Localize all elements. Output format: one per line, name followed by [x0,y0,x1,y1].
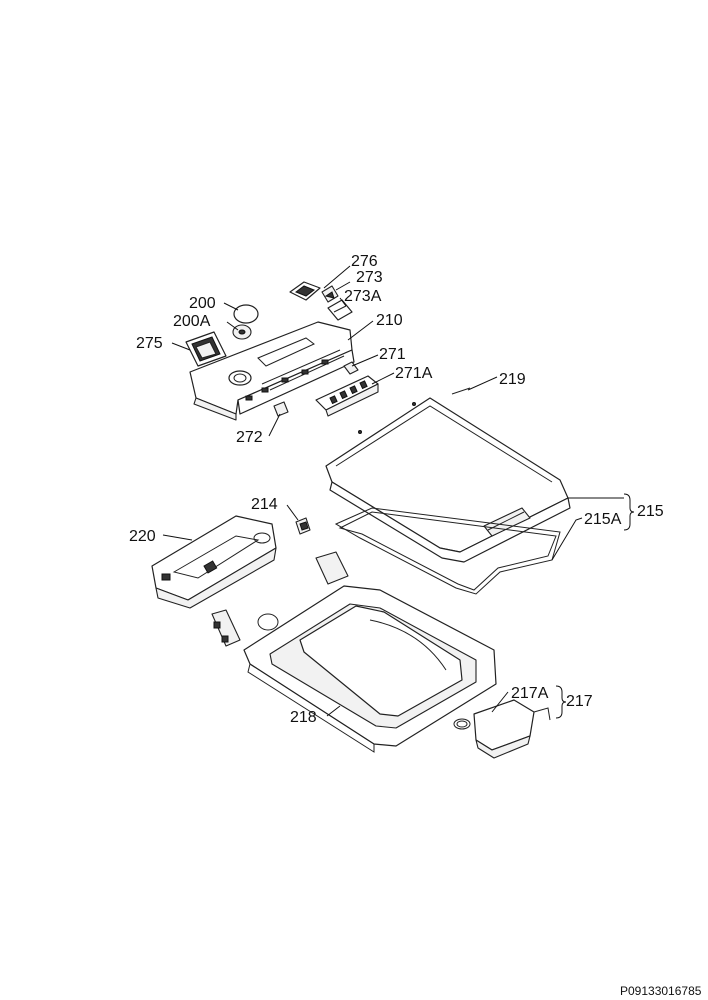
label-271: 271 [379,346,406,363]
label-219: 219 [499,371,526,388]
leader-lines [162,265,624,717]
part-214 [295,517,311,535]
part-272 [273,401,289,417]
label-271A: 271A [395,365,433,382]
display-frame-275 [185,331,227,367]
label-217A: 217A [511,685,549,702]
label-273A: 273A [344,288,382,305]
part-276 [289,281,321,301]
label-210: 210 [376,312,403,329]
label-200: 200 [189,295,216,312]
lid-215 [325,397,571,563]
label-273: 273 [356,269,383,286]
label-218: 218 [290,709,317,726]
brace-217 [555,685,567,719]
label-215A: 215A [584,511,622,528]
label-200A: 200A [173,313,211,330]
housing-220 [151,515,277,609]
label-272: 272 [236,429,263,446]
rod-219 [451,387,471,395]
brace-215 [623,493,635,531]
label-276: 276 [351,253,378,270]
top-frame-218 [211,551,497,753]
part-271 [343,361,359,375]
label-215: 215 [637,503,664,520]
pump-217 [453,699,551,759]
seal-215A [334,507,561,595]
knob-200 [232,304,259,340]
label-220: 220 [129,528,156,545]
label-275: 275 [136,335,163,352]
label-214: 214 [251,496,278,513]
label-217: 217 [566,693,593,710]
part-273 [321,285,339,303]
part-273A [327,299,353,321]
document-reference: P09133016785 [620,984,702,998]
control-panel-210 [189,321,355,421]
board-271A [315,375,379,417]
